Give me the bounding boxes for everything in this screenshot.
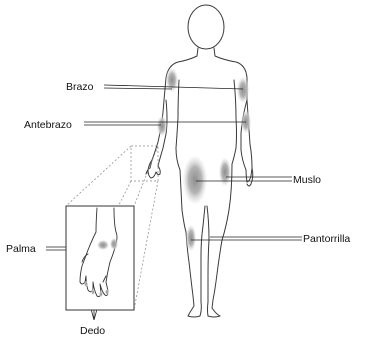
- label-brazo: Brazo: [66, 81, 94, 93]
- finger-site-3: [99, 291, 103, 297]
- body-left-contour: [150, 48, 198, 168]
- head: [188, 5, 224, 49]
- label-antebrazo: Antebrazo: [24, 119, 72, 131]
- thigh-right-site: [219, 158, 231, 186]
- finger-site-4: [105, 289, 109, 295]
- palm-site-2: [110, 238, 118, 250]
- right-arm-inner: [241, 100, 247, 170]
- injection-sites: [157, 68, 251, 251]
- finger-site-2: [91, 289, 95, 295]
- palm-site: [97, 240, 109, 250]
- thigh-left-site: [183, 156, 207, 204]
- label-dedo: Dedo: [80, 325, 105, 337]
- label-palma: Palma: [6, 243, 36, 255]
- label-muslo: Muslo: [293, 174, 321, 186]
- finger-site-1: [84, 281, 88, 287]
- forearm-left-site: [157, 116, 167, 136]
- torso-left: [176, 80, 180, 170]
- label-pantorrilla: Pantorrilla: [303, 233, 350, 245]
- arm-left-site: [166, 68, 178, 92]
- calf-left-site: [186, 225, 196, 251]
- right-leg: [207, 164, 232, 317]
- arm-right-site: [237, 77, 249, 103]
